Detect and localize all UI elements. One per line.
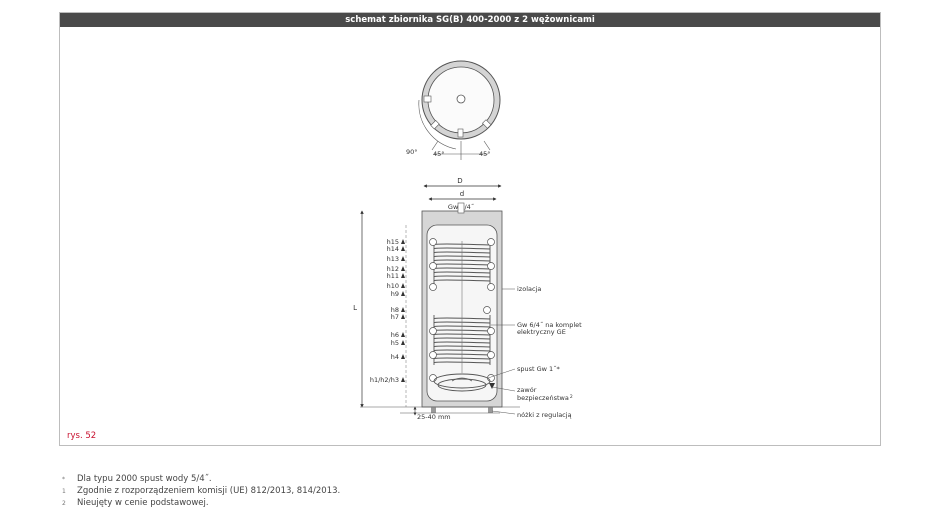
gap-label: 25-40 mm [417, 413, 451, 421]
height-label: h8 [391, 306, 399, 314]
height-label: h15 [387, 238, 399, 246]
dim-d-label: d [460, 190, 464, 198]
dim-L-label: L [353, 304, 357, 312]
height-marker-icon [401, 340, 405, 345]
footnote-3: 2 Nieujęty w cenie podstawowej. [62, 498, 209, 509]
height-marker-icon [401, 283, 405, 288]
height-marker-icon [401, 266, 405, 271]
height-marker-icon [401, 332, 405, 337]
height-label: h7 [391, 313, 399, 321]
callout-izolacja: izolacja [517, 285, 541, 293]
height-label: h4 [391, 353, 399, 361]
callout-spust: spust Gw 1˝* [517, 364, 560, 373]
top-view-center-port [456, 94, 466, 104]
footnote-2: 1 Zgodnie z rozporządzeniem komisji (UE) … [62, 486, 340, 497]
height-label: h12 [387, 265, 399, 273]
figure-label: rys. 52 [67, 431, 97, 441]
diagram-title: schemat zbiornika SG(B) 400-2000 z 2 węż… [60, 13, 880, 27]
tank-diagram: 90° 45° 45° D d Gw 6/4˝ [353, 60, 582, 421]
angle-45-right-label: 45° [479, 150, 491, 158]
callout-heater-line1: Gw 6/4˝ na komplet [517, 320, 582, 329]
top-view: 90° 45° 45° [406, 60, 501, 160]
footnote-text: Dla typu 2000 spust wody 5/4˝. [77, 474, 212, 484]
footnote-mark: 1 [62, 488, 66, 495]
height-label: h13 [387, 255, 399, 263]
height-label: h6 [391, 331, 399, 339]
height-marker-icon [401, 307, 405, 312]
callout-zawor-line1: zawór [517, 386, 537, 394]
tank-side-view [421, 202, 503, 413]
height-label: h5 [391, 339, 399, 347]
footnote-mark: 2 [62, 500, 66, 507]
angle-45-left-label: 45° [433, 150, 445, 158]
height-marker-icon [401, 291, 405, 296]
callout-nozki: nóżki z regulacją [517, 411, 572, 419]
height-label: h11 [387, 272, 399, 280]
svg-text:bezpieczeństwa2: bezpieczeństwa2 [517, 394, 573, 402]
lower-coil [433, 315, 491, 365]
callout-zawor-line2: bezpieczeństwa [517, 394, 569, 402]
height-label: h14 [387, 245, 399, 253]
diagram-frame: schemat zbiornika SG(B) 400-2000 z 2 węż… [59, 12, 881, 446]
height-label: h1/h2/h3 [370, 376, 399, 384]
footnote-text: Zgodnie z rozporządzeniem komisji (UE) 8… [77, 486, 341, 496]
height-label: h9 [391, 290, 399, 298]
callout-heater-line2: elektryczny GE [517, 328, 566, 336]
callout-zawor-sup: 2 [570, 394, 573, 400]
height-marker-icon [401, 246, 405, 251]
footnote-text: Nieujęty w cenie podstawowej. [77, 498, 209, 508]
height-marker-icon [401, 273, 405, 278]
dim-D-label: D [457, 177, 462, 185]
height-marker-icon [401, 377, 405, 382]
height-marker-icon [401, 239, 405, 244]
height-marker-icon [401, 354, 405, 359]
angle-90-label: 90° [406, 148, 418, 156]
footnote-mark: * [62, 476, 65, 483]
height-label: h10 [387, 282, 399, 290]
height-marker-icon [401, 256, 405, 261]
footnote-1: * Dla typu 2000 spust wody 5/4˝. [62, 474, 212, 485]
height-marker-icon [401, 314, 405, 319]
